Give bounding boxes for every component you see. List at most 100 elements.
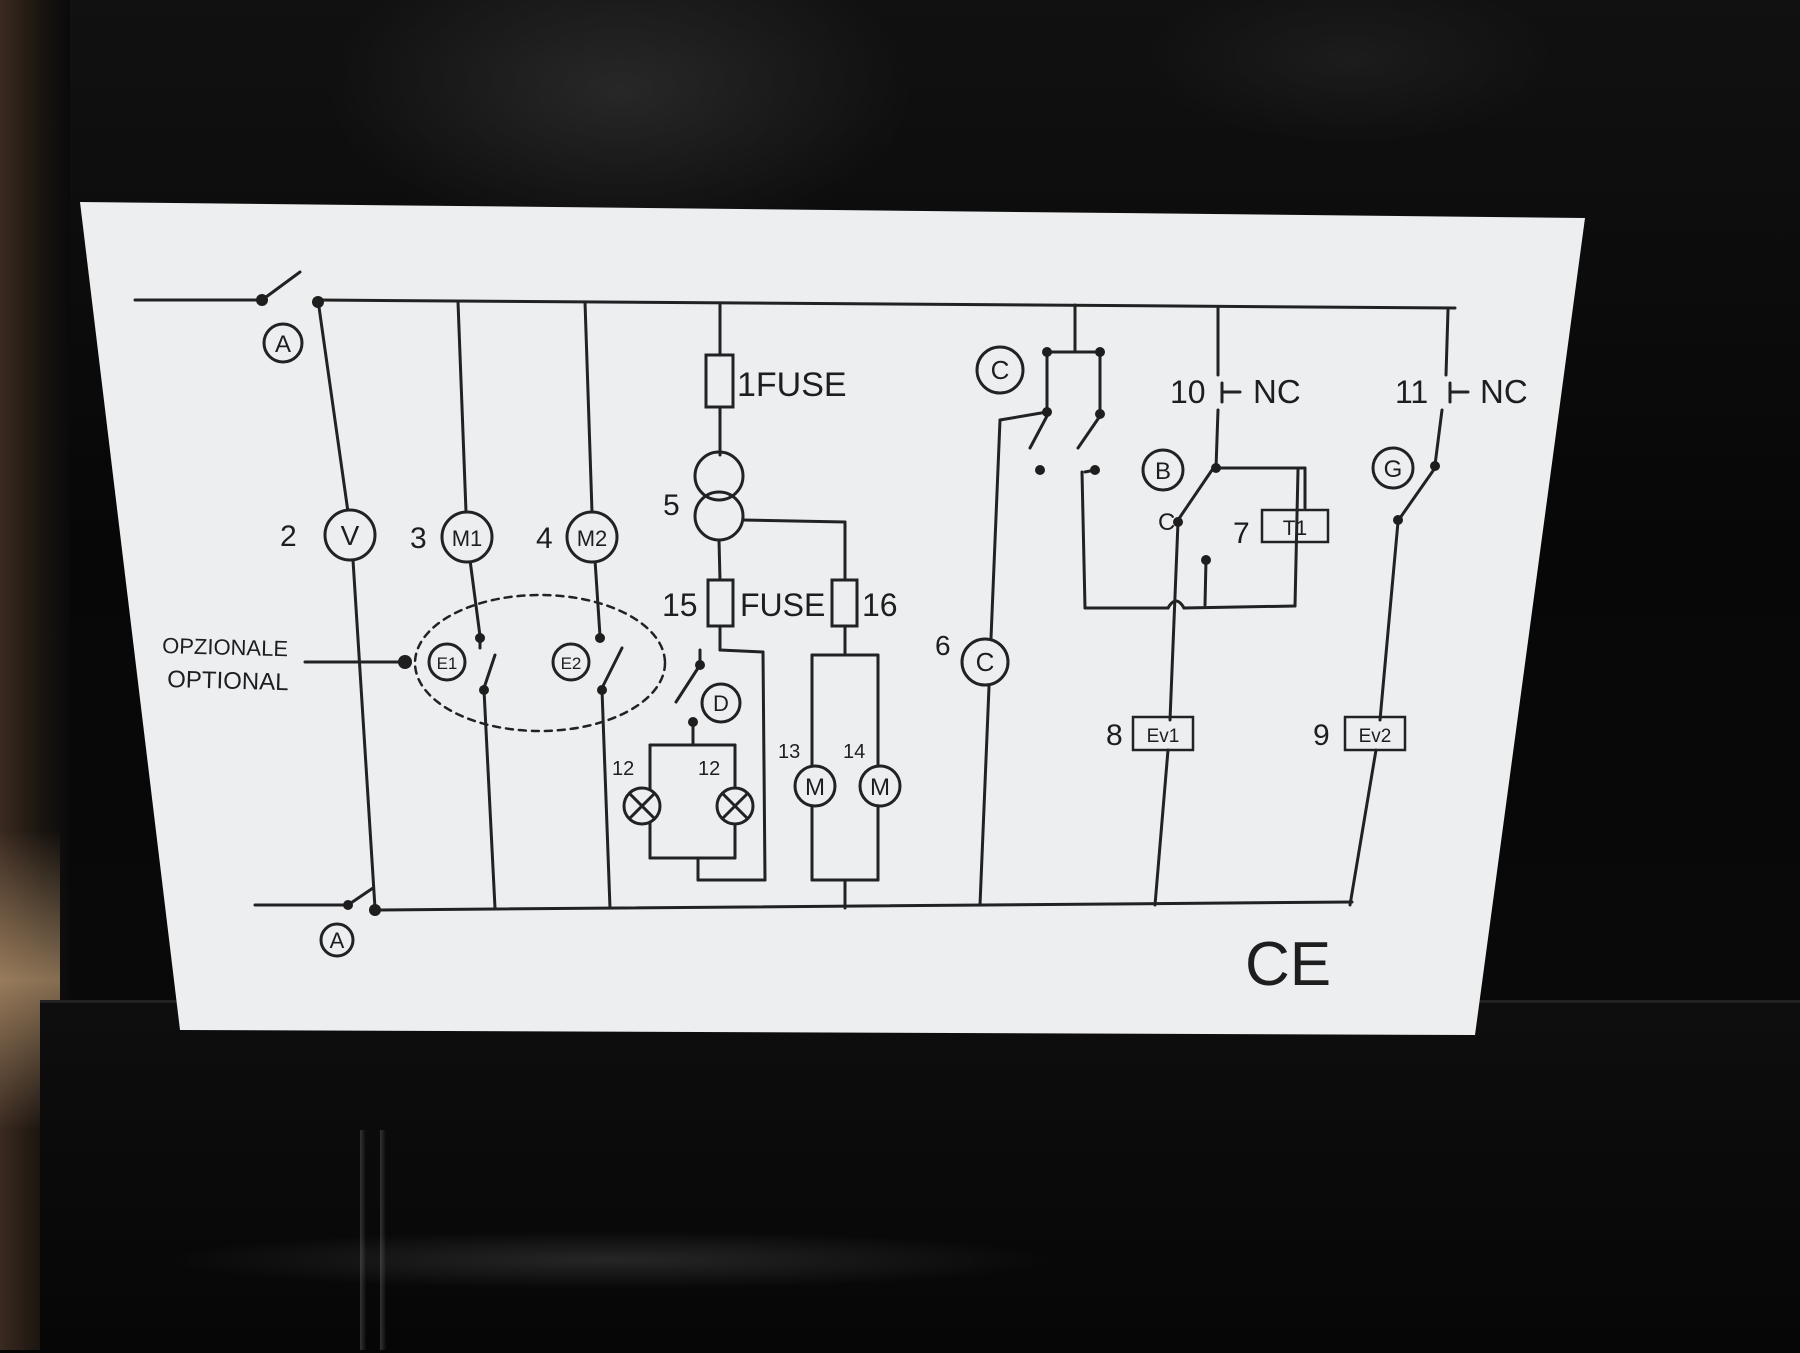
- switch-G: [1398, 466, 1437, 520]
- lower-door-panel: [40, 1000, 1800, 1353]
- lamp-loop-top: [718, 648, 765, 654]
- label-A-bottom: A: [330, 928, 345, 953]
- label-c-contact: C: [1158, 509, 1175, 536]
- label-T1: T1: [1283, 517, 1308, 540]
- thermostat-T1-box: [1260, 508, 1330, 544]
- num-11: 11: [1395, 374, 1428, 410]
- optional-group: [413, 593, 667, 733]
- lamp-12-right-cross: [721, 792, 749, 820]
- switch-A-top-symbol: [262, 322, 304, 364]
- branch-V-upper: [316, 298, 350, 514]
- fan-motor-13: [793, 764, 837, 808]
- meter-M1: [440, 510, 494, 564]
- num-14: 14: [843, 741, 865, 763]
- label-C-top: C: [991, 355, 1010, 385]
- optional-label-en: OPTIONAL: [167, 666, 289, 696]
- branch-M1-upper: [456, 300, 468, 514]
- branch-M2-upper: [583, 300, 594, 514]
- transformer-out-right: [741, 518, 847, 524]
- label-V: V: [341, 520, 360, 551]
- e1-switch: [482, 653, 497, 690]
- num-6: 6: [935, 630, 951, 661]
- panel-seam: [380, 1130, 386, 1350]
- num-3: 3: [410, 522, 427, 555]
- b-nc-contact: [1203, 558, 1208, 607]
- ev1-feed: [1168, 520, 1180, 722]
- bottom-bus: [376, 900, 1354, 912]
- label-A-top: A: [275, 331, 291, 358]
- surface-reflection: [160, 1230, 1060, 1290]
- branch-10-out: [1214, 408, 1220, 470]
- label-G: G: [1384, 456, 1403, 483]
- label-M1: M1: [452, 526, 483, 551]
- label-Ev1: Ev1: [1147, 726, 1180, 747]
- door-switch-D-symbol: [700, 682, 742, 724]
- label-nc-11: NC: [1480, 373, 1528, 410]
- relay-C-contact-2: [1076, 414, 1102, 450]
- panel-seam: [360, 1130, 366, 1350]
- transformer-out-left: [717, 538, 722, 582]
- voltmeter-V: [323, 508, 377, 562]
- branch-M1-mid: [468, 558, 482, 638]
- lamp-12-left-cross: [628, 792, 656, 820]
- switch-B: [1176, 468, 1214, 522]
- meter-M2: [565, 510, 619, 564]
- branch-M1-lower: [482, 688, 497, 910]
- ev1-return: [1153, 748, 1170, 907]
- label-fuse: FUSE: [740, 587, 825, 623]
- num-7: 7: [1233, 517, 1250, 550]
- num-15: 15: [662, 587, 698, 623]
- label-Ev2: Ev2: [1359, 726, 1392, 747]
- num-12-left: 12: [612, 758, 634, 780]
- top-switch-A: [260, 270, 302, 302]
- label-M2: M2: [577, 526, 608, 551]
- branch-11-feed: [1444, 308, 1450, 377]
- junction-dots: [256, 294, 1440, 916]
- label-motor-13: M: [805, 774, 825, 801]
- relay-C-top-symbol: [975, 345, 1025, 395]
- relay-coil-C: [960, 637, 1010, 687]
- top-bus: [316, 298, 1457, 310]
- branch-M2-lower: [600, 688, 612, 910]
- lamp-loop-right: [761, 650, 767, 882]
- num-16: 16: [862, 587, 898, 623]
- label-C-coil: C: [976, 647, 995, 677]
- ev2-return: [1348, 748, 1378, 907]
- branch-M2-mid: [593, 558, 602, 638]
- e2-switch: [600, 646, 624, 690]
- relay-C-out: [998, 410, 1049, 422]
- num-4: 4: [536, 522, 553, 555]
- valve-Ev1-box: [1131, 715, 1195, 752]
- switch-G-symbol: [1371, 446, 1415, 490]
- label-B: B: [1155, 458, 1171, 485]
- num-5: 5: [663, 489, 680, 522]
- t1-return: [1293, 468, 1300, 608]
- bottom-switch-A: [346, 886, 375, 907]
- num-2: 2: [280, 520, 297, 553]
- switch-E2: [551, 642, 591, 682]
- label-E1: E1: [437, 654, 458, 673]
- ev2-feed: [1378, 520, 1400, 722]
- thermostat-link-right: [1182, 604, 1297, 610]
- fan-motor-14: [858, 764, 902, 808]
- num-9: 9: [1313, 719, 1330, 752]
- label-nc-10: NC: [1253, 373, 1301, 410]
- label-E2: E2: [561, 654, 582, 673]
- label-motor-14: M: [870, 774, 890, 801]
- door-switch-D: [674, 663, 702, 704]
- branch-V-lower: [351, 558, 377, 910]
- relay-C-drop: [1080, 470, 1087, 610]
- num-12-right: 12: [698, 758, 720, 780]
- switch-B-symbol: [1141, 448, 1185, 492]
- branch-11-out: [1433, 408, 1444, 467]
- label-1fuse: 1FUSE: [737, 366, 847, 404]
- relay-C-contact-1: [1028, 414, 1049, 450]
- num-10: 10: [1170, 374, 1206, 410]
- switch-A-bottom-symbol: [319, 922, 355, 958]
- transformer-coil-1: [693, 450, 745, 502]
- switch-E1: [427, 642, 467, 682]
- label-D: D: [713, 691, 729, 716]
- num-13: 13: [778, 741, 800, 763]
- optional-label-it: OPZIONALE: [162, 633, 289, 661]
